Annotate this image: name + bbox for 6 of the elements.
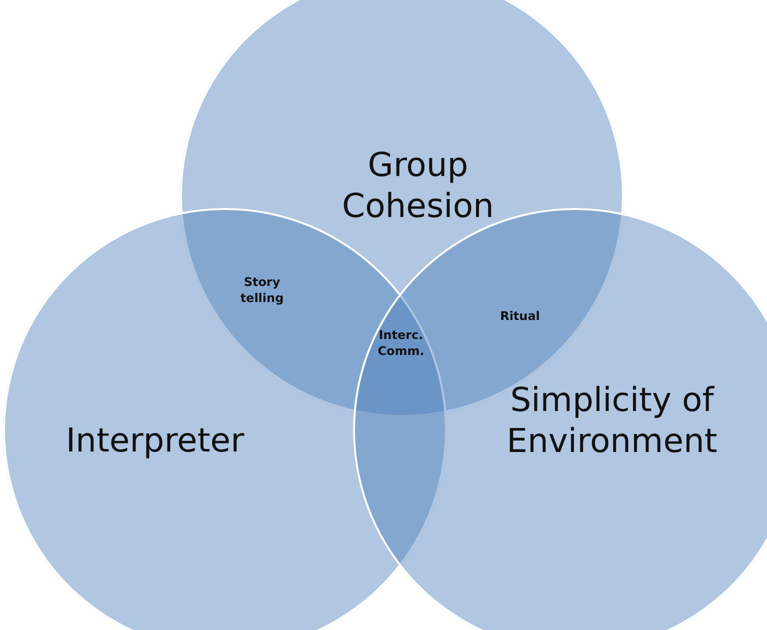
overlap-label: Ritual: [499, 308, 541, 324]
overlap-label: Story telling: [239, 274, 285, 306]
circle-label: Simplicity of Environment: [506, 378, 718, 462]
circle-label: Group Cohesion: [341, 144, 495, 226]
circle-label: Interpreter: [64, 419, 246, 461]
overlap-label: Interc. Comm.: [376, 326, 426, 360]
